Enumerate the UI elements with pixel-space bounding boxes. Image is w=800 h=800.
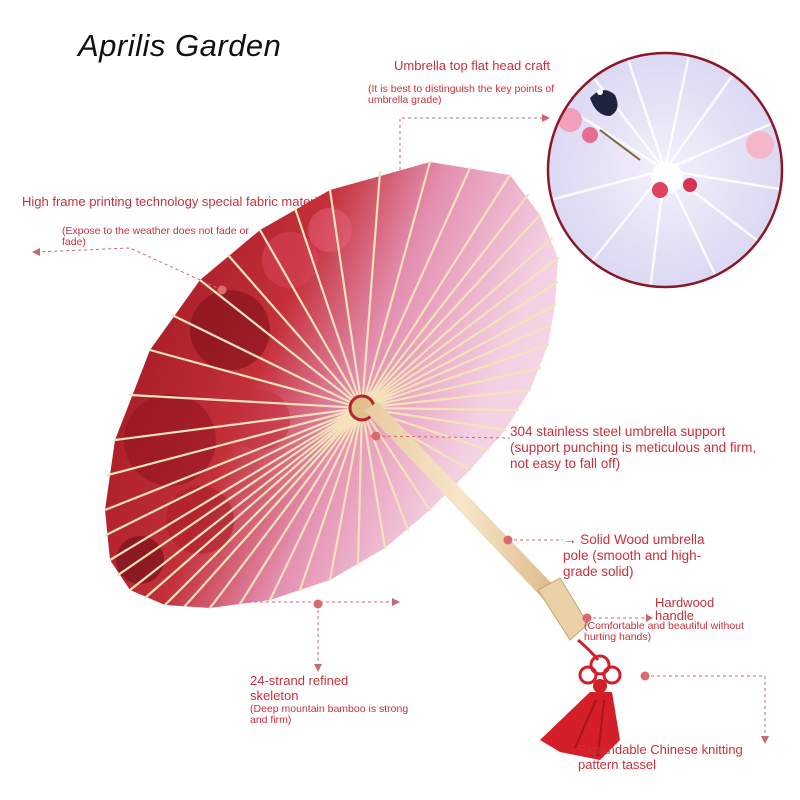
rib <box>106 406 364 477</box>
rib <box>360 160 432 410</box>
handle-callout-note-1: (Comfortable and beautiful without <box>584 620 744 632</box>
top-callout-title: Umbrella top flat head craft <box>394 58 551 73</box>
fabric-callout-note-1: (Expose to the weather does not fade or <box>62 225 249 237</box>
rib <box>226 253 364 410</box>
skeleton-callout-note-1: (Deep mountain bamboo is strong <box>250 703 409 715</box>
steel-callout-line-2: (support punching is meticulous and firm… <box>510 440 757 455</box>
wooden-handle <box>537 577 589 641</box>
rib <box>258 228 364 410</box>
rib <box>360 193 530 410</box>
rib <box>183 406 364 608</box>
rib <box>360 170 382 410</box>
top-detail-inset <box>546 51 784 289</box>
rib <box>360 406 432 512</box>
rib <box>113 406 364 442</box>
fabric-callout-title: High frame printing technology special f… <box>22 194 328 209</box>
bamboo-ribs <box>103 160 560 610</box>
chinese-knot-tassel <box>540 638 622 760</box>
rib <box>360 166 472 410</box>
rib <box>328 188 364 410</box>
rib <box>360 388 532 410</box>
top-callout-note-1: (It is best to distinguish the key point… <box>368 83 555 95</box>
rib <box>360 323 553 410</box>
rib <box>103 406 364 512</box>
rib <box>360 406 410 532</box>
steel-callout-line-3: not easy to fall off) <box>510 456 621 471</box>
rib <box>360 236 554 410</box>
rib <box>360 343 550 410</box>
skeleton-callout-line-2: skeleton <box>250 688 299 703</box>
fabric-callout-note-2: fade) <box>62 236 86 248</box>
rib <box>208 406 364 610</box>
rib <box>298 406 364 592</box>
rib <box>360 366 542 410</box>
top-callout-note-2: umbrella grade) <box>368 94 442 106</box>
rib <box>293 206 364 410</box>
pole-callout-line-2: pole (smooth and high- <box>563 548 702 563</box>
pole-callout-line-3: grade solid) <box>563 564 634 579</box>
brand-title: Aprilis Garden <box>78 28 282 63</box>
rib <box>198 278 364 410</box>
rib <box>128 393 364 410</box>
rib <box>328 406 364 582</box>
wooden-pole <box>364 402 560 602</box>
steel-callout-line-1: 304 stainless steel umbrella support <box>510 424 726 439</box>
rib <box>143 406 364 600</box>
skeleton-callout-note-2: and firm) <box>250 714 292 726</box>
rib <box>238 406 364 606</box>
rib <box>360 406 387 550</box>
rib <box>128 406 364 592</box>
tassel-callout-line-2: pattern tassel <box>578 757 657 772</box>
handle-callout-line-1: Hardwood <box>655 595 715 610</box>
pole-callout-line-1: → Solid Wood umbrella <box>563 532 705 547</box>
rib <box>163 406 364 607</box>
rib <box>108 406 364 562</box>
rib <box>356 406 364 566</box>
rib <box>360 256 560 410</box>
rib <box>360 280 559 410</box>
rib <box>170 313 364 410</box>
handle-callout-line-2: handle <box>655 608 695 623</box>
rib <box>104 406 364 537</box>
rib <box>360 303 557 410</box>
rib <box>360 406 520 412</box>
rib <box>116 406 364 577</box>
rib <box>148 348 364 410</box>
skeleton-callout-line-1: 24-strand refined <box>250 673 349 688</box>
rib <box>268 406 364 602</box>
handle-callout-note-2: hurting hands) <box>584 631 652 643</box>
rib <box>360 213 542 410</box>
rib <box>360 173 512 410</box>
callout-leaders <box>35 117 766 740</box>
tassel-callout-line-1: Expandable Chinese knitting <box>578 742 743 757</box>
callout-dots <box>217 285 650 681</box>
callout-arrowheads <box>32 114 769 744</box>
